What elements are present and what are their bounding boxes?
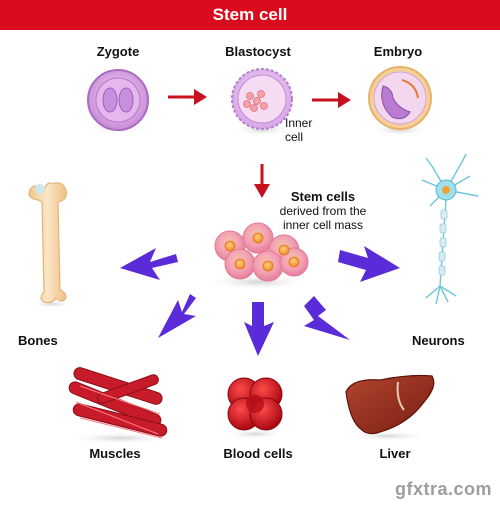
stem-cells-caption: Stem cells derived from the inner cell m… (268, 189, 378, 232)
label-liver: Liver (379, 446, 411, 461)
label-muscles: Muscles (89, 446, 141, 461)
label-blood-cells: Blood cells (223, 446, 293, 461)
label-blastocyst: Blastocyst (225, 44, 291, 59)
label-stem-cells: Stem cells (290, 189, 356, 204)
red-arrow-down-to-stem-cells (254, 164, 270, 198)
muscle-illustration (65, 367, 175, 444)
inner-cell-line1: Inner (285, 116, 313, 130)
stem-desc-line1: derived from the (279, 204, 367, 218)
blue-arrow-to-liver (304, 296, 350, 340)
bone-illustration (28, 182, 74, 308)
blue-arrow-to-neurons (338, 246, 400, 282)
embryo-cell (368, 66, 432, 136)
liver-illustration (345, 374, 435, 441)
blastocyst-cell (231, 68, 293, 136)
red-arrow-blastocyst-to-embryo (312, 92, 351, 108)
red-arrow-zygote-to-blastocyst (168, 89, 207, 105)
page-title: Stem cell (212, 5, 288, 24)
label-neurons: Neurons (412, 333, 465, 348)
blue-arrow-to-muscles (158, 294, 196, 338)
blue-arrow-to-bones (120, 248, 178, 280)
inner-cell-line2: cell (285, 130, 304, 144)
label-zygote: Zygote (96, 44, 140, 59)
blood-cells-illustration (225, 377, 285, 439)
title-bar: Stem cell (0, 0, 500, 30)
watermark: gfxtra.com (394, 479, 492, 499)
label-bones: Bones (18, 333, 58, 348)
blue-arrow-to-blood (244, 302, 274, 356)
label-inner-cell: Inner cell (285, 116, 312, 144)
stem-desc-line2: inner cell mass (282, 218, 364, 232)
neuron-illustration (421, 153, 479, 305)
zygote-cell (87, 69, 149, 134)
label-embryo: Embryo (373, 44, 423, 59)
stem-cell-cluster (203, 222, 313, 290)
